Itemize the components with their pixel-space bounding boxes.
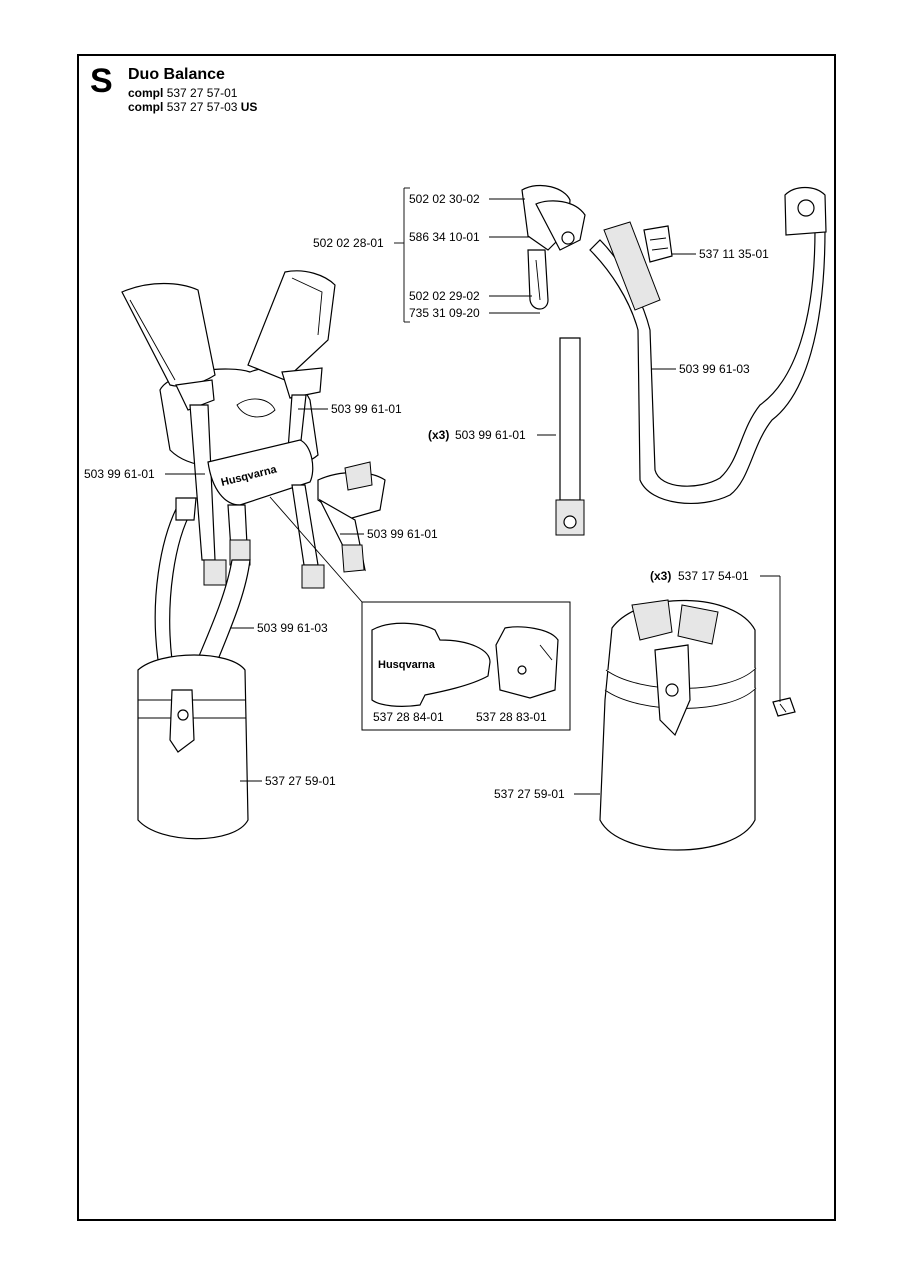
compl-label: compl	[128, 86, 164, 100]
compl-number-1: 537 27 57-01	[166, 86, 238, 100]
screw-illustration	[772, 697, 796, 717]
compl-number-2: 537 27 57-03	[166, 100, 238, 114]
page-title: Duo Balance	[128, 66, 225, 83]
callout-537-11-35-01: 537 11 35-01	[699, 247, 769, 261]
bag-right-illustration	[599, 599, 757, 851]
compl-line-1: compl 537 27 57-01	[128, 86, 237, 100]
callout-502-02-28-01: 502 02 28-01	[313, 236, 384, 250]
page-frame	[77, 54, 836, 1221]
callout-537-27-59-01-left: 537 27 59-01	[265, 774, 336, 788]
callout-503-99-61-01-mid: 503 99 61-01	[367, 527, 438, 541]
compl-label: compl	[128, 100, 164, 114]
buckle-illustration	[643, 225, 673, 263]
callout-735-31-09-20: 735 31 09-20	[409, 306, 480, 320]
compl-region: US	[240, 100, 258, 114]
callout-503-99-61-01-left: 503 99 61-01	[84, 467, 155, 481]
callout-503-99-61-01-top: 503 99 61-01	[331, 402, 402, 416]
callout-503-99-61-03-right: 503 99 61-03	[679, 362, 750, 376]
callout-503-99-61-01-strap: 503 99 61-01	[455, 428, 526, 442]
callout-586-34-10-01: 586 34 10-01	[409, 230, 480, 244]
callout-537-28-84-01: 537 28 84-01	[373, 710, 444, 724]
harness-illustration: Husqvarna	[121, 270, 386, 681]
callout-537-27-59-01-right: 537 27 59-01	[494, 787, 565, 801]
bag-left-illustration	[137, 654, 249, 840]
callout-qty-x3-screw: (x3)	[650, 569, 671, 583]
compl-line-2: compl 537 27 57-03 US	[128, 100, 257, 114]
callout-502-02-29-02: 502 02 29-02	[409, 289, 480, 303]
callout-502-02-30-02: 502 02 30-02	[409, 192, 480, 206]
husqvarna-logo-detail: Husqvarna	[378, 659, 436, 671]
callout-537-28-83-01: 537 28 83-01	[476, 710, 547, 724]
callout-qty-x3-strap: (x3)	[428, 428, 449, 442]
long-strap-illustration	[589, 186, 827, 505]
clip-assembly-illustration	[521, 185, 586, 310]
callout-537-17-54-01: 537 17 54-01	[678, 569, 749, 583]
callout-503-99-61-03-left: 503 99 61-03	[257, 621, 328, 635]
single-strap-illustration	[555, 337, 585, 536]
chest-plate-detail-box: Husqvarna	[361, 601, 571, 731]
leader-lines	[165, 187, 781, 795]
section-letter: S	[90, 62, 113, 100]
